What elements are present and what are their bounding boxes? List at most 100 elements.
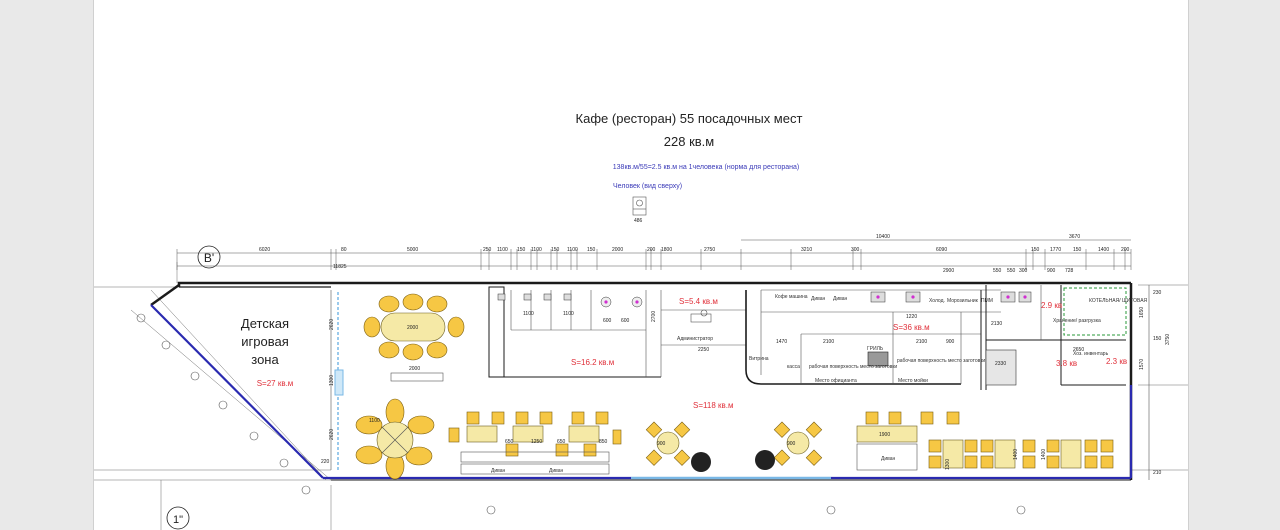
hall-seating-right: 1900 1300 1400 1400 Диван	[856, 411, 1114, 471]
svg-text:1300: 1300	[329, 375, 335, 386]
svg-text:1100: 1100	[497, 247, 508, 253]
right-dimension-chain: 230 1650 150 3750 1570 210	[1139, 285, 1171, 480]
svg-text:550: 550	[1007, 268, 1016, 274]
plant-icon	[691, 450, 775, 472]
left-dimension-chain: 2620 1300 2620 220	[321, 319, 335, 465]
kids-zone-area: S=27 кв.м	[257, 379, 294, 388]
svg-text:Диван: Диван	[811, 296, 826, 302]
svg-text:КОТЕЛЬНАЯ/ ЩИТОВАЯ: КОТЕЛЬНАЯ/ ЩИТОВАЯ	[1089, 298, 1148, 304]
svg-text:728: 728	[1065, 268, 1074, 274]
svg-text:3210: 3210	[801, 247, 812, 253]
kids-zone-label-2: игровая	[241, 334, 289, 349]
total-area: 228 кв.м	[664, 134, 715, 149]
svg-text:1250: 1250	[531, 439, 542, 445]
kitchen-block: ГРИЛЬ Кофе машина Диван Диван Холод. Мор…	[745, 289, 1001, 390]
svg-text:150: 150	[1153, 336, 1162, 342]
round-table-group: 1100	[355, 398, 435, 480]
svg-text:80: 80	[341, 247, 347, 253]
axis-marker-1: 1"	[166, 506, 190, 530]
person-top-view-icon: 486	[632, 196, 647, 224]
svg-text:250: 250	[483, 247, 492, 253]
svg-text:Диван: Диван	[833, 296, 848, 302]
svg-text:900: 900	[657, 441, 666, 447]
svg-text:Морозильник: Морозильник	[947, 298, 979, 304]
svg-text:2650: 2650	[1073, 347, 1084, 353]
svg-text:220: 220	[321, 459, 330, 465]
svg-text:600: 600	[603, 318, 612, 324]
svg-text:150: 150	[1031, 247, 1040, 253]
plan-title: Кафе (ресторан) 55 посадочных мест	[576, 111, 803, 126]
wc-block: 1100 1100 600 600 S=16.2 кв.м S=5.4 кв.м	[488, 286, 718, 378]
svg-text:200: 200	[647, 247, 656, 253]
svg-text:Хранение/ разгрузка: Хранение/ разгрузка	[1053, 318, 1101, 324]
svg-text:1100: 1100	[563, 311, 574, 317]
svg-text:2750: 2750	[704, 247, 715, 253]
kitchen-area: S=36 кв.м	[893, 323, 930, 332]
svg-text:210: 210	[1153, 470, 1162, 476]
svg-text:1570: 1570	[1139, 359, 1145, 370]
svg-text:550: 550	[993, 268, 1002, 274]
svg-text:10400: 10400	[876, 234, 890, 240]
svg-text:850: 850	[599, 439, 608, 445]
svg-text:300: 300	[1019, 268, 1028, 274]
svg-text:6090: 6090	[936, 247, 947, 253]
svg-text:Холод.: Холод.	[929, 298, 945, 304]
svg-text:2000: 2000	[612, 247, 623, 253]
svg-text:150: 150	[587, 247, 596, 253]
svg-text:1470: 1470	[776, 339, 787, 345]
drawing-sheet: Кафе (ресторан) 55 посадочных мест 228 к…	[93, 0, 1189, 530]
svg-text:рабочая поверхность место заго: рабочая поверхность место заготовки	[897, 358, 985, 364]
svg-text:1100: 1100	[523, 311, 534, 317]
svg-text:1100: 1100	[369, 418, 380, 424]
svg-text:5000: 5000	[407, 247, 418, 253]
svg-text:1400: 1400	[1041, 449, 1047, 460]
svg-text:1400: 1400	[1098, 247, 1109, 253]
svg-text:2.3 кв: 2.3 кв	[1106, 357, 1127, 366]
svg-text:3.8 кв: 3.8 кв	[1056, 359, 1077, 368]
svg-text:1300: 1300	[945, 459, 951, 470]
axis-marker-b: B'	[197, 245, 221, 269]
svg-text:Хоз. инвентарь: Хоз. инвентарь	[1073, 351, 1109, 357]
hall-seating-left: 650 1250 650 850 Диван Диван	[448, 411, 622, 475]
norm-note: 138кв.м/55=2.5 кв.м на 1человека (норма …	[613, 164, 799, 171]
svg-text:650: 650	[557, 439, 566, 445]
person-note: Человек (вид сверху)	[613, 183, 682, 190]
svg-text:Витрина: Витрина	[749, 356, 769, 362]
svg-text:1900: 1900	[879, 432, 890, 438]
svg-text:1400: 1400	[1013, 449, 1019, 460]
svg-text:2250: 2250	[698, 347, 709, 353]
svg-text:1100: 1100	[567, 247, 578, 253]
svg-text:2900: 2900	[943, 268, 954, 274]
svg-text:11825: 11825	[333, 264, 347, 270]
person-dim: 486	[634, 218, 643, 224]
svg-text:ПММ: ПММ	[981, 298, 993, 304]
area-5-4: S=5.4 кв.м	[679, 297, 718, 306]
svg-text:2130: 2130	[991, 321, 1002, 327]
svg-text:200: 200	[1121, 247, 1130, 253]
svg-text:900: 900	[1047, 268, 1056, 274]
svg-text:2.9 кв: 2.9 кв	[1041, 301, 1062, 310]
wc-area: S=16.2 кв.м	[571, 358, 614, 367]
top-dimension-chain: 6020 80 5000 250 1100 150 1100 150 1100 …	[176, 234, 1132, 270]
svg-text:150: 150	[551, 247, 560, 253]
kids-zone-label-3: зона	[251, 352, 279, 367]
svg-text:2000: 2000	[409, 366, 420, 372]
svg-text:2000: 2000	[407, 325, 418, 331]
svg-text:2620: 2620	[329, 319, 335, 330]
svg-text:Диван: Диван	[549, 468, 564, 474]
svg-text:2620: 2620	[329, 429, 335, 440]
svg-text:1650: 1650	[1139, 307, 1145, 318]
svg-text:1770: 1770	[1050, 247, 1061, 253]
svg-text:Место мойки: Место мойки	[898, 377, 928, 384]
svg-text:300: 300	[851, 247, 860, 253]
svg-text:650: 650	[505, 439, 514, 445]
svg-text:150: 150	[517, 247, 526, 253]
svg-text:3670: 3670	[1069, 234, 1080, 240]
svg-text:рабочая поверхность место заго: рабочая поверхность место заготовки	[809, 364, 897, 370]
floor-plan: Кафе (ресторан) 55 посадочных мест 228 к…	[94, 111, 1188, 530]
svg-text:Диван: Диван	[881, 456, 896, 462]
svg-text:3750: 3750	[1165, 334, 1171, 345]
svg-text:600: 600	[621, 318, 630, 324]
hall-round-table-1: 900	[645, 421, 691, 466]
svg-text:150: 150	[1073, 247, 1082, 253]
